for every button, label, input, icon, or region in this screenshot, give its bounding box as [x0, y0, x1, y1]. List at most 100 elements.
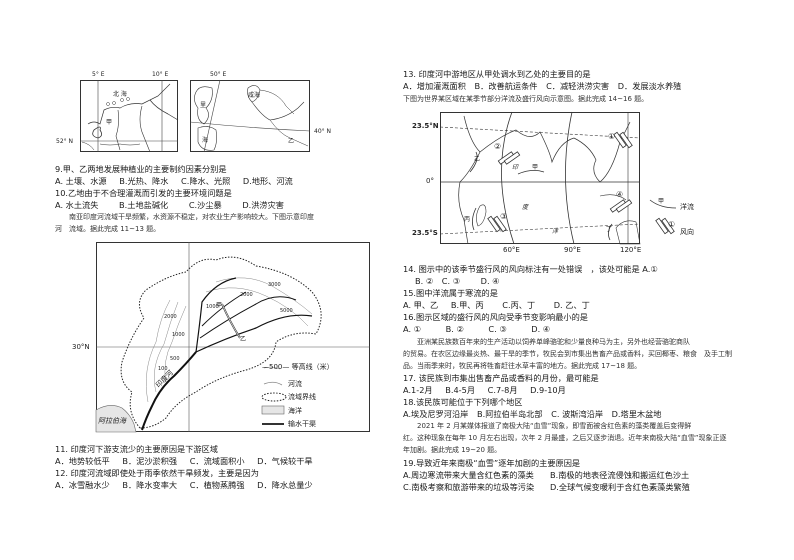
wind-marker-2: ② [494, 142, 502, 151]
q9-option-a[interactable]: A. 土壤、水源 [55, 176, 107, 186]
q11-option-a[interactable]: A．地势较低平 [55, 456, 110, 466]
q16-option-d[interactable]: D. ④ [531, 324, 551, 334]
q13-option-b[interactable]: B．改善航运条件 [474, 81, 538, 91]
indus-basin-map: 30°N 阿拉伯海 印度河 甲 乙 100 500 1000 2000 1000… [72, 242, 370, 433]
lon-label-50e: 50° E [210, 71, 227, 78]
current-label-yi: 乙 [474, 156, 481, 163]
q18-option-a[interactable]: A.埃及尼罗河沿岸 [403, 409, 469, 419]
q10-option-a[interactable]: A. 水土流失 [55, 200, 99, 210]
q17-option-a[interactable]: A.1-2月 [403, 385, 433, 395]
legend-river: 河流 [288, 380, 302, 388]
q11-option-b[interactable]: B．泥沙淤积强 [122, 456, 178, 466]
q16-option-b[interactable]: B. ② [445, 324, 464, 334]
passage-14-16: 下图为世界某区域在某季节部分洋流及盛行风向示意图。据此完成 14~16 题。 [403, 95, 649, 103]
q19-option-b[interactable]: B.南极的地表径流侵蚀和搬运红色沙土 [550, 470, 690, 480]
q19-option-a[interactable]: A.周边寒流带来大量含红色素的藻类 [403, 470, 534, 480]
passage-17-18-line3: 品。当雨季来时，牧民再将牲畜赶往水草丰富的地方。据此完成 17~18 题。 [403, 362, 642, 370]
q17-option-b[interactable]: B.4-5月 [445, 385, 476, 395]
q12-stem: 12. 印度河流域即使处于雨季依然干旱频发，主要是因为 [55, 468, 259, 478]
q17-option-c[interactable]: C.7-8月 [487, 385, 518, 395]
q17-stem: 17. 该民族到市集出售畜产品或香料的月份，最可能是 [403, 373, 599, 383]
north-sea-map: 5° E 10° E 52° N 北 海 甲 [56, 71, 179, 153]
lon-label-5e: 5° E [92, 71, 105, 78]
q18-option-b[interactable]: B.阿拉伯半岛北部 [476, 409, 543, 419]
q10-option-d[interactable]: D.洪涝灾害 [242, 200, 284, 210]
q17-options: A.1-2月 B.4-5月 C.7-8月 D.9-10月 [403, 385, 576, 396]
contour-label-1000b: 1000 [206, 304, 219, 310]
wind-marker-3: ③ [500, 212, 508, 221]
q16-stem: 16.图示区域的盛行风的风向受季节变影响最小的是 [403, 312, 588, 322]
caspian-aral-map-drawing [189, 79, 311, 153]
current-label-bing: 丙 [464, 216, 471, 223]
q14-option-b[interactable]: B. ② [415, 276, 434, 286]
q9-option-d[interactable]: D.地形、河流 [242, 176, 293, 186]
q14-stem: 14. 图示中的该季节盛行风的风向标注有一处错误 ，该处可能是 A.① [403, 264, 658, 274]
q10-stem: 10.乙地由于不合理灌溉而引发的主要环境问题是 [55, 188, 232, 198]
q12-option-c[interactable]: C．植物蒸腾强 [189, 480, 245, 490]
ocean-char-yin: 印 [512, 164, 519, 171]
contour-label-3000: 3000 [268, 282, 281, 288]
ocean-char-du: 度 [522, 204, 529, 211]
lat-label-equator: 0° [426, 177, 434, 185]
q17-option-d[interactable]: D.9-10月 [530, 385, 566, 395]
q11-stem: 11. 印度河下游支流少的主要原因是下游区域 [55, 444, 218, 454]
q12-option-d[interactable]: D．降水总量少 [257, 480, 313, 490]
place-jia-label: 甲 [106, 119, 113, 126]
q9-option-c[interactable]: C.降水、光照 [181, 176, 231, 186]
q16-option-c[interactable]: C. ③ [488, 324, 507, 334]
passage-17-18-line2: 的贸易。在农区边缘最炎热、最干旱的季节，牧民会到市集出售畜产品或香料，买回椰枣、… [403, 350, 732, 358]
q18-option-d[interactable]: D.塔里木盆地 [611, 409, 662, 419]
q13-option-a[interactable]: A．增加灌溉面积 [403, 81, 466, 91]
q11-option-c[interactable]: C．流域面积小 [189, 456, 245, 466]
place-yi-label: 乙 [240, 336, 247, 343]
lon-label-120e: 120°E [620, 246, 642, 254]
north-sea-map-drawing [80, 80, 179, 153]
contour-label-1000: 1000 [172, 332, 185, 338]
passage-19-20-line3: 年加剧。据此完成 19~20 题。 [403, 446, 502, 454]
north-sea-label: 北 海 [113, 91, 127, 98]
q13-option-d[interactable]: D．发展淡水养殖 [617, 81, 682, 91]
current-label-ding: 丁 [606, 226, 613, 233]
contour-label-100: 100 [158, 366, 168, 372]
q15-option-a[interactable]: A. 甲、乙 [403, 300, 439, 310]
arabian-sea-label: 阿拉伯海 [98, 417, 126, 425]
q16-options: A. ① B. ② C. ③ D. ④ [403, 324, 560, 335]
q19-option-d[interactable]: D.全球气候变暖利于含红色素藻类繁殖 [550, 482, 690, 492]
q10-option-c[interactable]: C.沙尘暴 [188, 200, 222, 210]
lat-label-40n: 40° N [314, 128, 332, 135]
q12-option-a[interactable]: A．冰雪融水少 [55, 480, 110, 490]
q9-option-b[interactable]: B.光热、降水 [119, 176, 169, 186]
caspian-label-li: 里 [200, 102, 207, 109]
q14-options: B. ② C. ③ D. ④ [415, 276, 510, 287]
passage-19-20-line2: 红。这种现象在每年 10 月左右出现，次年 2 月最盛，之后又逐步消退。近年来南… [403, 434, 727, 442]
q15-option-c[interactable]: C.丙、丁 [502, 300, 536, 310]
q10-option-b[interactable]: B.土地盐碱化 [119, 200, 169, 210]
q15-option-d[interactable]: D. 乙、丁 [553, 300, 590, 310]
legend-wind-label: 风向 [680, 228, 694, 236]
indian-ocean-map: 23.5°N 0° 23.5°S 60°E 90°E 120°E 印 度 洋 甲… [412, 111, 694, 254]
wind-marker-1: ① [608, 132, 616, 141]
legend-canal: 输水干渠 [288, 420, 316, 428]
q14-option-c[interactable]: C. ③ [441, 276, 461, 286]
q18-option-c[interactable]: C. 波斯湾沿岸 [551, 409, 604, 419]
q19-stem: 19.导致近年来南极“血雪”逐年加剧的主要原因是 [403, 458, 581, 468]
lon-label-90e: 90°E [564, 246, 581, 254]
q11-option-d[interactable]: D．气候较干旱 [257, 456, 313, 466]
q15-option-b[interactable]: B.甲、丙 [450, 300, 484, 310]
q9-options: A. 土壤、水源 B.光热、降水 C.降水、光照 D.地形、河流 [55, 176, 303, 187]
place-jia-label: 甲 [216, 302, 223, 309]
q12-option-b[interactable]: B．降水变率大 [122, 480, 178, 490]
q13-option-c[interactable]: C．减轻洪涝灾害 [546, 81, 610, 91]
q19-option-c[interactable]: C.南极考察和旅游带来的垃圾等污染 [403, 482, 535, 492]
q15-options: A. 甲、乙 B.甲、丙 C.丙、丁 D. 乙、丁 [403, 300, 600, 311]
q9-stem: 9.甲、乙两地发展种植业的主要制约因素分别是 [55, 164, 227, 174]
q14-option-d[interactable]: D. ④ [480, 276, 500, 286]
indian-ocean-map-drawing [439, 111, 677, 245]
q11-options: A．地势较低平 B．泥沙淤积强 C．流域面积小 D．气候较干旱 [55, 456, 323, 467]
legend-current-label: 洋流 [680, 203, 694, 211]
contour-label-2000b: 2000 [240, 292, 253, 298]
q16-option-a[interactable]: A. ① [403, 324, 422, 334]
caspian-aral-map: 50° E 40° N 里 海 咸海 乙 [189, 71, 331, 153]
caspian-label-hai: 海 [202, 137, 209, 144]
legend-contour: —500— 等高线（米） [262, 363, 334, 371]
